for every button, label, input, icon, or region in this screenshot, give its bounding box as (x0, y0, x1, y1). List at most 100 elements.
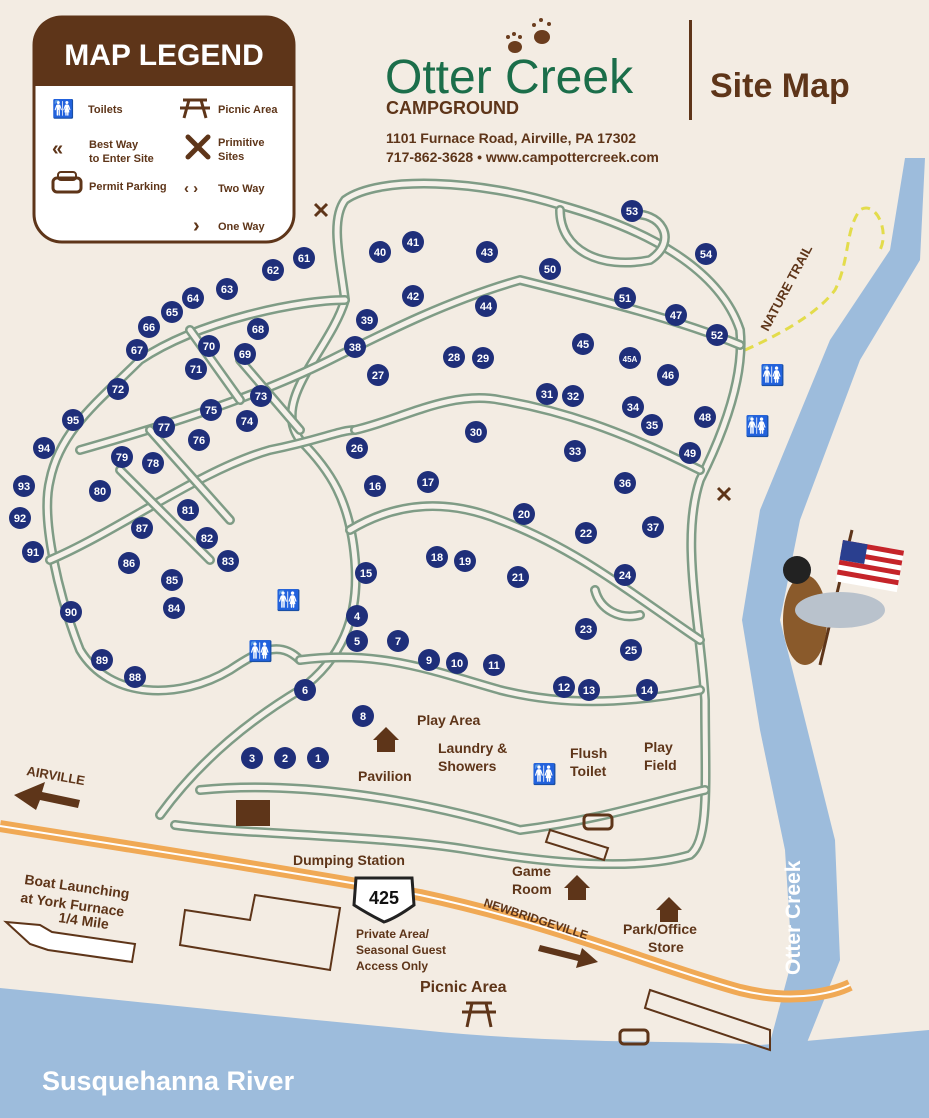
campsite-marker[interactable]: 47 (665, 304, 687, 326)
campsite-number: 15 (360, 568, 372, 580)
campsite-marker[interactable]: 53 (621, 200, 643, 222)
campsite-marker[interactable]: 52 (706, 324, 728, 346)
campsite-marker[interactable]: 43 (476, 241, 498, 263)
campsite-marker[interactable]: 23 (575, 618, 597, 640)
campsite-marker[interactable]: 21 (507, 566, 529, 588)
campsite-number: 50 (544, 264, 556, 276)
campsite-marker[interactable]: 18 (426, 546, 448, 568)
campsite-marker[interactable]: 42 (402, 285, 424, 307)
campsite-marker[interactable]: 30 (465, 421, 487, 443)
campsite-marker[interactable]: 34 (622, 396, 644, 418)
campsite-marker[interactable]: 29 (472, 347, 494, 369)
campsite-marker[interactable]: 85 (161, 569, 183, 591)
campsite-marker[interactable]: 6 (294, 679, 316, 701)
campsite-marker[interactable]: 77 (153, 416, 175, 438)
campsite-marker[interactable]: 69 (234, 343, 256, 365)
campsite-marker[interactable]: 39 (356, 309, 378, 331)
campsite-marker[interactable]: 92 (9, 507, 31, 529)
campsite-marker[interactable]: 37 (642, 516, 664, 538)
campsite-marker[interactable]: 14 (636, 679, 658, 701)
campsite-marker[interactable]: 81 (177, 499, 199, 521)
campsite-marker[interactable]: 28 (443, 346, 465, 368)
campsite-marker[interactable]: 40 (369, 241, 391, 263)
campsite-number: 78 (147, 458, 159, 470)
campsite-marker[interactable]: 41 (402, 231, 424, 253)
campsite-marker[interactable]: 54 (695, 243, 717, 265)
campsite-circle (472, 347, 494, 369)
campsite-marker[interactable]: 16 (364, 475, 386, 497)
campsite-marker[interactable]: 74 (236, 410, 258, 432)
campsite-marker[interactable]: 62 (262, 259, 284, 281)
campsite-marker[interactable]: 17 (417, 471, 439, 493)
campsite-marker[interactable]: 86 (118, 552, 140, 574)
campsite-marker[interactable]: 66 (138, 316, 160, 338)
campsite-marker[interactable]: 91 (22, 541, 44, 563)
campsite-marker[interactable]: 80 (89, 480, 111, 502)
campsite-marker[interactable]: 63 (216, 278, 238, 300)
campsite-marker[interactable]: 84 (163, 597, 185, 619)
campsite-marker[interactable]: 76 (188, 429, 210, 451)
campsite-marker[interactable]: 24 (614, 564, 636, 586)
campsite-marker[interactable]: 1 (307, 747, 329, 769)
campsite-marker[interactable]: 2 (274, 747, 296, 769)
campsite-marker[interactable]: 38 (344, 336, 366, 358)
campsite-marker[interactable]: 27 (367, 364, 389, 386)
campsite-marker[interactable]: 20 (513, 503, 535, 525)
campsite-marker[interactable]: 82 (196, 527, 218, 549)
campsite-marker[interactable]: 22 (575, 522, 597, 544)
campsite-marker[interactable]: 7 (387, 630, 409, 652)
campsite-marker[interactable]: 45 (572, 333, 594, 355)
campsite-marker[interactable]: 93 (13, 475, 35, 497)
campsite-marker[interactable]: 64 (182, 287, 204, 309)
campsite-marker[interactable]: 11 (483, 654, 505, 676)
campsite-marker[interactable]: 73 (250, 385, 272, 407)
campsite-marker[interactable]: 44 (475, 295, 497, 317)
campsite-marker[interactable]: 51 (614, 287, 636, 309)
campsite-number: 84 (168, 603, 181, 615)
campsite-marker[interactable]: 72 (107, 378, 129, 400)
campsite-marker[interactable]: 90 (60, 601, 82, 623)
campsite-marker[interactable]: 13 (578, 679, 600, 701)
campsite-marker[interactable]: 36 (614, 472, 636, 494)
campsite-marker[interactable]: 5 (346, 630, 368, 652)
campsite-marker[interactable]: 35 (641, 414, 663, 436)
campsite-marker[interactable]: 88 (124, 666, 146, 688)
campsite-circle (91, 649, 113, 671)
campsite-marker[interactable]: 19 (454, 550, 476, 572)
campsite-marker[interactable]: 32 (562, 385, 584, 407)
campsite-marker[interactable]: 70 (198, 335, 220, 357)
campsite-marker[interactable]: 25 (620, 639, 642, 661)
campsite-marker[interactable]: 94 (33, 437, 55, 459)
campsite-marker[interactable]: 4 (346, 605, 368, 627)
road-segment (117, 327, 303, 563)
campsite-marker[interactable]: 45A (619, 347, 641, 369)
campsite-marker[interactable]: 10 (446, 652, 468, 674)
campsite-marker[interactable]: 15 (355, 562, 377, 584)
campsite-marker[interactable]: 67 (126, 339, 148, 361)
campsite-number: 33 (569, 446, 581, 458)
campsite-marker[interactable]: 78 (142, 452, 164, 474)
campsite-marker[interactable]: 31 (536, 383, 558, 405)
campsite-marker[interactable]: 33 (564, 440, 586, 462)
campsite-marker[interactable]: 12 (553, 676, 575, 698)
campsite-marker[interactable]: 26 (346, 437, 368, 459)
campsite-marker[interactable]: 65 (161, 301, 183, 323)
campsite-marker[interactable]: 49 (679, 442, 701, 464)
campsite-number: 16 (369, 481, 381, 493)
campsite-circle (142, 452, 164, 474)
campsite-marker[interactable]: 9 (418, 649, 440, 671)
campsite-marker[interactable]: 46 (657, 364, 679, 386)
campsite-marker[interactable]: 89 (91, 649, 113, 671)
campsite-marker[interactable]: 48 (694, 406, 716, 428)
campsite-marker[interactable]: 83 (217, 550, 239, 572)
campsite-marker[interactable]: 79 (111, 446, 133, 468)
campsite-marker[interactable]: 68 (247, 318, 269, 340)
campsite-marker[interactable]: 61 (293, 247, 315, 269)
campsite-marker[interactable]: 3 (241, 747, 263, 769)
campsite-marker[interactable]: 8 (352, 705, 374, 727)
campsite-marker[interactable]: 87 (131, 517, 153, 539)
campsite-marker[interactable]: 50 (539, 258, 561, 280)
campsite-marker[interactable]: 71 (185, 358, 207, 380)
campsite-marker[interactable]: 75 (200, 399, 222, 421)
campsite-marker[interactable]: 95 (62, 409, 84, 431)
